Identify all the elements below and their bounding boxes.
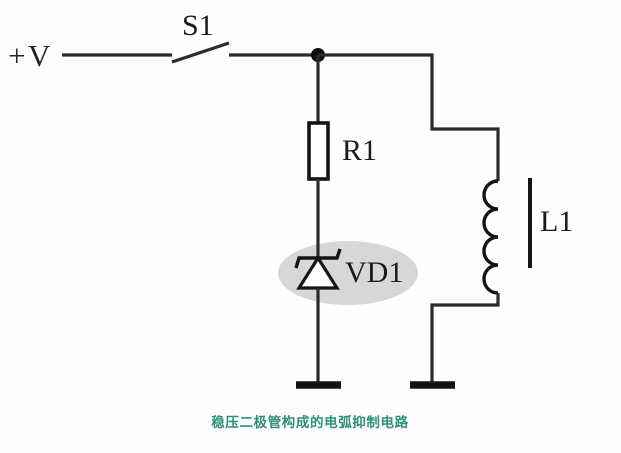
- resistor-body-r1: [307, 121, 330, 181]
- zener-cathode-bar-vd1: [294, 248, 342, 269]
- switch-blade-s1: [171, 41, 230, 64]
- supply-label-plus: +: [8, 38, 25, 73]
- component-label-r1: R1: [342, 134, 377, 167]
- component-label-vd1: VD1: [345, 256, 403, 289]
- inductor-bottom-branch-wire: [430, 293, 500, 384]
- inductor-top-branch-wire: [318, 53, 500, 181]
- inductor-coils-l1: [482, 179, 499, 295]
- component-label-l1: L1: [540, 205, 573, 238]
- supply-label-symbol: V: [28, 38, 51, 73]
- component-label-s1: S1: [182, 9, 214, 42]
- diagram-caption: 稳压二极管构成的电弧抑制电路: [211, 414, 408, 430]
